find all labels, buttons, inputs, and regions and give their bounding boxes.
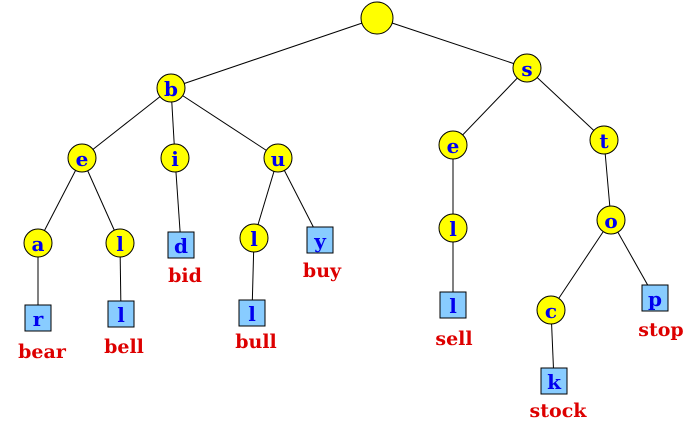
edge-b-be <box>81 87 172 159</box>
trie-node-b: b <box>156 73 186 103</box>
edge-bi-bid <box>174 157 182 246</box>
trie-node-root <box>360 1 394 35</box>
leaf-square <box>306 226 334 254</box>
leaf-square <box>439 291 467 319</box>
word-label-bid: bid <box>168 265 202 287</box>
edge-s-se <box>452 67 528 146</box>
node-circle <box>67 143 97 173</box>
node-letter: l <box>250 227 258 251</box>
trie-node-bell: l <box>107 300 135 328</box>
node-letter: u <box>271 147 286 171</box>
node-letter: l <box>117 303 125 327</box>
node-circle <box>239 223 269 253</box>
leaf-square <box>24 304 52 332</box>
word-label-buy: buy <box>303 260 342 282</box>
trie-node-bea: a <box>23 228 53 258</box>
trie-node-bear: r <box>24 304 52 332</box>
node-circle <box>263 143 293 173</box>
node-letter: e <box>76 147 89 171</box>
word-label-stop: stop <box>638 319 683 341</box>
trie-node-st: t <box>589 125 619 155</box>
trie-node-sell: l <box>439 291 467 319</box>
trie-node-stock: k <box>540 367 568 395</box>
trie-node-sel: l <box>438 213 468 243</box>
node-circle <box>438 213 468 243</box>
trie-node-se: e <box>438 130 468 160</box>
trie-node-bi: i <box>160 143 190 173</box>
leaf-square <box>540 367 568 395</box>
node-letter: l <box>449 294 457 318</box>
trie-node-bid: d <box>167 231 195 259</box>
edge-b-bu <box>170 87 279 159</box>
trie-node-bull: l <box>238 299 266 327</box>
node-letter: l <box>116 232 124 256</box>
node-letter: o <box>604 209 617 233</box>
word-label-stock: stock <box>530 400 588 422</box>
node-circle <box>23 228 53 258</box>
node-circle <box>360 1 394 35</box>
trie-node-bu: u <box>263 143 293 173</box>
node-circle <box>438 130 468 160</box>
node-letter: l <box>449 217 457 241</box>
leaf-square <box>107 300 135 328</box>
node-letter: s <box>521 57 532 81</box>
edge-s-st <box>526 67 605 141</box>
node-letter: b <box>164 77 178 101</box>
trie-node-bul: l <box>239 223 269 253</box>
leaf-square <box>641 284 669 312</box>
edge-be-bea <box>37 157 83 244</box>
node-circle <box>536 295 566 325</box>
node-letter: r <box>33 307 44 331</box>
node-circle <box>589 125 619 155</box>
node-letter: l <box>248 302 256 326</box>
node-circle <box>160 143 190 173</box>
edge-sto-stoc <box>550 219 612 311</box>
word-label-bell: bell <box>104 336 144 358</box>
trie-node-s: s <box>512 53 542 83</box>
node-letter: t <box>599 129 609 153</box>
node-circle <box>156 73 186 103</box>
leaf-square <box>167 231 195 259</box>
node-letter: c <box>545 299 557 323</box>
trie-node-stoc: c <box>536 295 566 325</box>
node-letter: d <box>174 234 188 258</box>
node-letter: a <box>32 232 45 256</box>
word-label-bear: bear <box>18 341 67 363</box>
edge-root-s <box>376 17 528 69</box>
word-label-bull: bull <box>235 331 277 353</box>
node-letter: i <box>171 147 179 171</box>
trie-node-buy: y <box>306 226 334 254</box>
trie-node-bel: l <box>105 228 135 258</box>
node-letter: y <box>313 229 327 253</box>
node-layer: b s e i u e t a l d l y l o r l l l c p k <box>23 1 669 395</box>
node-circle <box>105 228 135 258</box>
node-circle <box>512 53 542 83</box>
node-letter: k <box>547 370 562 394</box>
trie-node-stop: p <box>641 284 669 312</box>
node-letter: p <box>648 287 662 311</box>
trie-node-be: e <box>67 143 97 173</box>
edge-root-b <box>170 17 378 89</box>
edge-bu-buy <box>277 157 321 241</box>
word-label-layer: bid buy bear bell bull sell stop stock <box>18 260 684 422</box>
node-letter: e <box>447 134 460 158</box>
trie-node-sto: o <box>596 205 626 235</box>
edge-be-bel <box>81 157 121 244</box>
word-label-sell: sell <box>435 328 472 350</box>
node-circle <box>596 205 626 235</box>
leaf-square <box>238 299 266 327</box>
